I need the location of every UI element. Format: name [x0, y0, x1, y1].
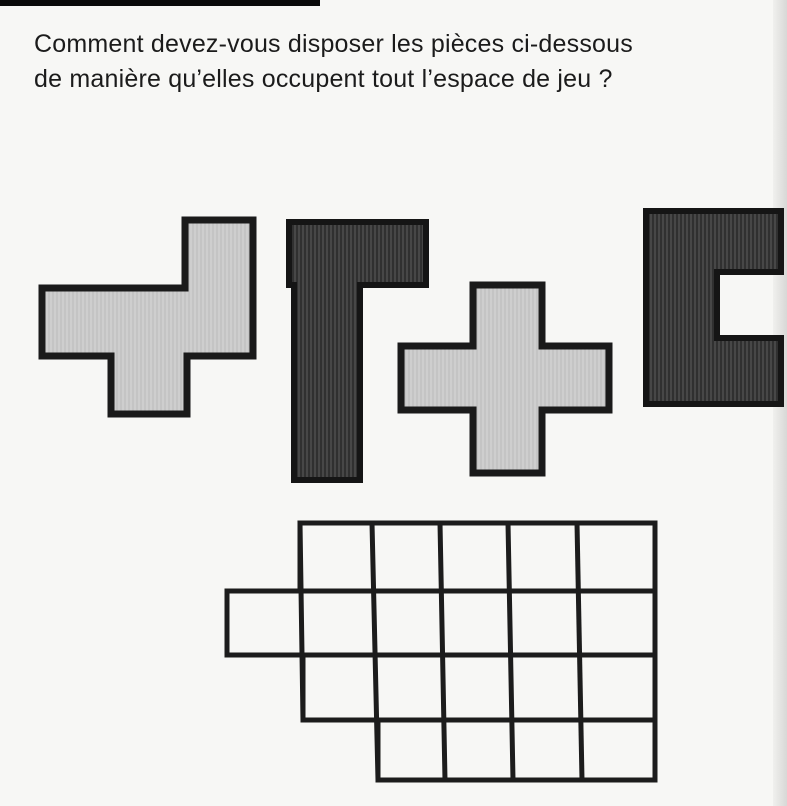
light-cross-piece: [401, 285, 609, 473]
grid-line-v2: [372, 523, 378, 780]
grid-line-v1: [300, 523, 303, 720]
dark-c-piece: [646, 211, 781, 404]
grid-line-v5: [577, 523, 582, 780]
light-t-piece: [42, 220, 253, 414]
grid-line-v3: [440, 523, 445, 780]
grid-line-v4: [508, 523, 513, 780]
play-grid: [227, 523, 655, 780]
